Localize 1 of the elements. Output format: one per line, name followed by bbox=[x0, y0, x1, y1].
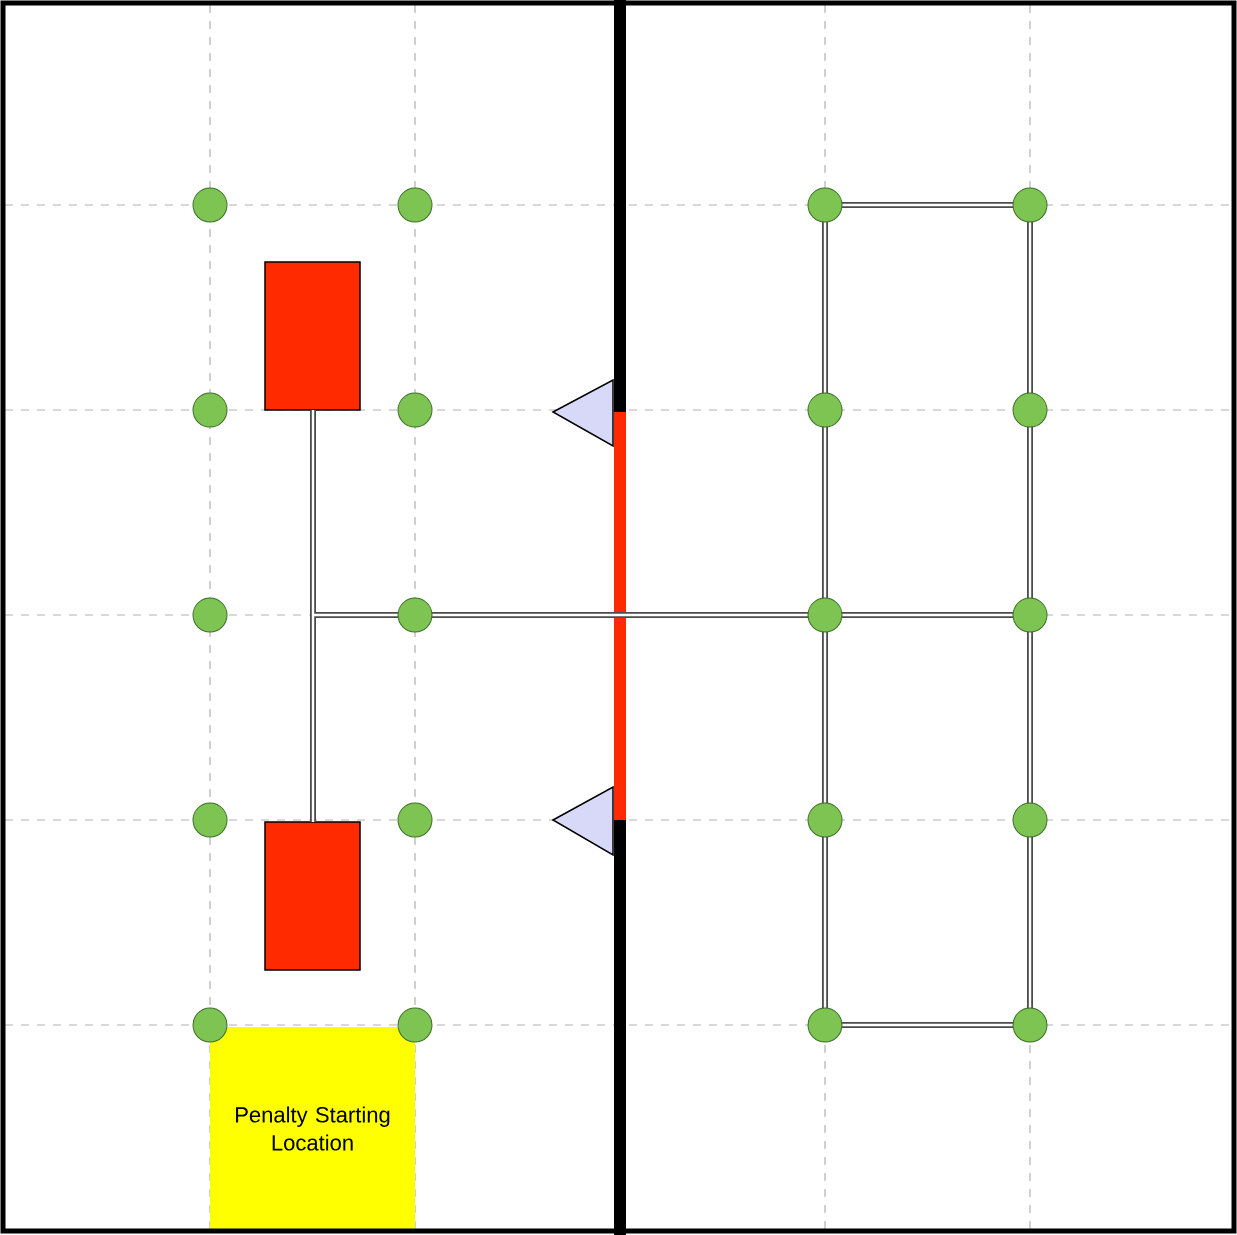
penalty-zone: Penalty Starting Location bbox=[210, 1027, 415, 1230]
